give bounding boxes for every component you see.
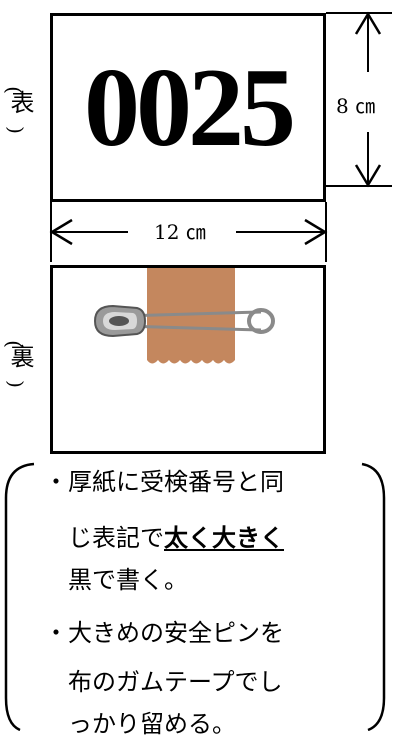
note2-bullet: ・ <box>44 619 68 647</box>
height-label: 8 ㎝ <box>334 94 378 118</box>
note1-emphasis: 太く大きく <box>164 523 284 552</box>
note1-line3: 黒で書く。 <box>68 568 188 592</box>
note2-line3: っかり留める。 <box>68 712 236 736</box>
note2-line2: 布のガムテープでし <box>68 670 283 694</box>
note2-text2: 布のガムテープでし <box>68 668 283 696</box>
width-label: 12 ㎝ <box>148 222 212 242</box>
note1-text1: 厚紙に受検番号と同 <box>68 468 284 496</box>
note1-bullet: ・ <box>44 468 68 496</box>
note1-line1: ・厚紙に受検番号と同 <box>44 470 284 494</box>
back-paren-close: ) <box>3 380 28 388</box>
height-dimension <box>326 11 392 188</box>
fabric-tape <box>147 268 235 364</box>
notes-bracket <box>4 462 386 731</box>
front-card: 0025 <box>50 13 326 202</box>
width-dimension <box>49 202 328 262</box>
note2-text1: 大きめの安全ピンを <box>68 619 284 647</box>
note2-text3: っかり留める。 <box>68 710 236 738</box>
front-paren-close: ) <box>3 126 28 134</box>
bib-number: 0025 <box>84 45 296 170</box>
back-paren-open: ( <box>1 340 26 348</box>
back-side-label: 裏 <box>6 344 34 368</box>
note1-text2: じ表記で <box>68 524 164 552</box>
front-side-label: 表 <box>6 90 34 114</box>
note2-line1: ・大きめの安全ピンを <box>44 621 284 645</box>
front-paren-open: ( <box>1 86 26 94</box>
note1-text3: 黒で書く。 <box>68 566 188 594</box>
back-card <box>50 265 326 454</box>
note1-line2: じ表記で太く大きく <box>68 523 284 552</box>
safety-pin-icon <box>93 304 275 338</box>
